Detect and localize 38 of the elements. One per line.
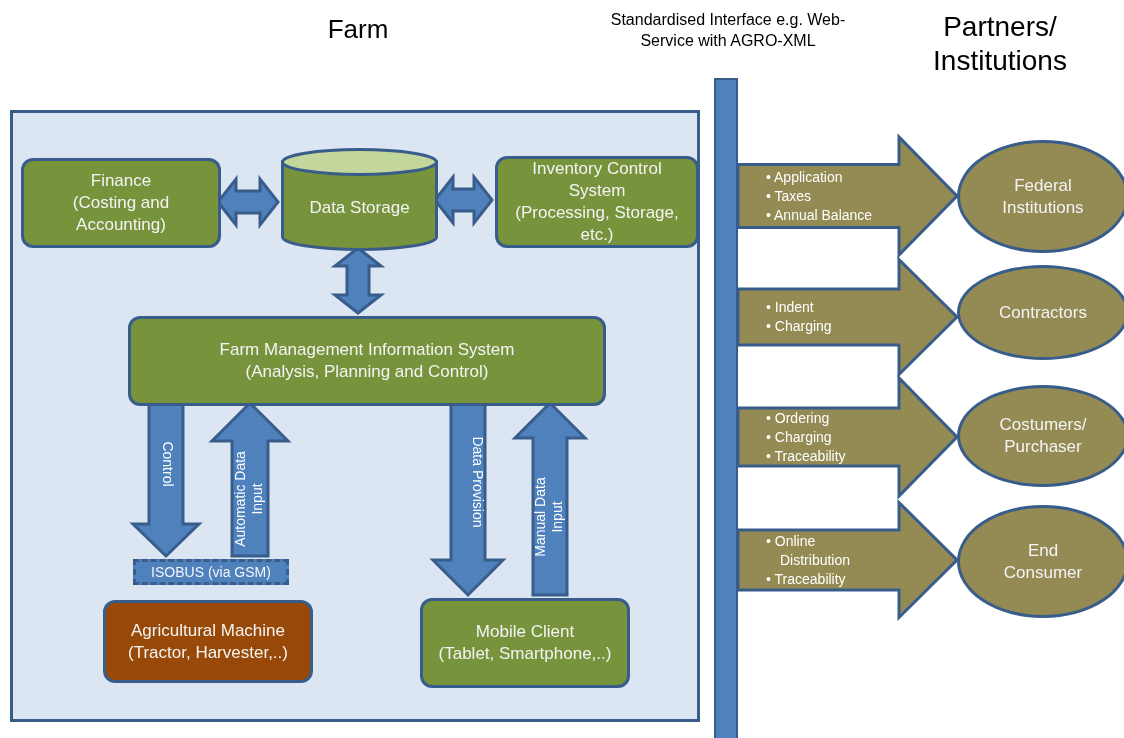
node-label: (Tractor, Harvester,..) xyxy=(127,641,289,664)
node-label: (Costing and Accounting) xyxy=(71,192,171,236)
node-label: Farm Management Information System xyxy=(218,339,516,361)
heading: Standardised Interface e.g. Web-Service with AGRO-XML xyxy=(609,10,847,51)
heading: Partners/ Institutions xyxy=(932,10,1068,78)
edge-label: • Application • Taxes • Annual Balance xyxy=(765,167,874,225)
block-arrow xyxy=(736,255,960,379)
block-arrow xyxy=(736,133,960,259)
edge-label: Manual Data Input xyxy=(532,475,566,559)
edge-label: • Online Distribution • Traceability xyxy=(765,531,852,589)
edge-label: Control xyxy=(159,439,176,489)
heading: Farm xyxy=(326,13,390,46)
node-label: Federal Institutions xyxy=(1001,174,1085,219)
node-label: Agricultural Machine xyxy=(130,619,286,642)
node-label: Contractors xyxy=(998,301,1088,324)
node-label: ISOBUS (via GSM) xyxy=(151,563,271,581)
bus-box xyxy=(133,559,289,585)
node-label: Finance xyxy=(89,170,153,192)
node-label: (Tablet, Smartphone,..) xyxy=(437,643,613,665)
edge-label: • Indent • Charging xyxy=(765,298,833,336)
process-box xyxy=(420,598,630,688)
node-label: Inventory Control System xyxy=(531,158,663,202)
node-label: (Processing, Storage, etc.) xyxy=(514,202,680,246)
node-label: (Analysis, Planning and Control) xyxy=(244,361,490,383)
edge-label: Data Provision xyxy=(469,434,486,529)
process-box xyxy=(128,316,606,406)
process-box xyxy=(495,156,699,248)
node-label: End Consumer xyxy=(1002,539,1084,584)
edge-label: Automatic Data Input xyxy=(232,449,266,549)
node-label: Data Storage xyxy=(309,196,410,219)
node-label: Mobile Client xyxy=(474,621,576,643)
node-label: Costumers/ Purchaser xyxy=(998,414,1088,458)
process-box xyxy=(103,600,313,683)
block-arrow xyxy=(736,374,960,500)
process-box xyxy=(21,158,221,248)
block-arrow xyxy=(736,498,960,622)
edge-label: • Ordering • Charging • Traceability xyxy=(765,408,847,466)
database-cylinder xyxy=(281,148,438,251)
